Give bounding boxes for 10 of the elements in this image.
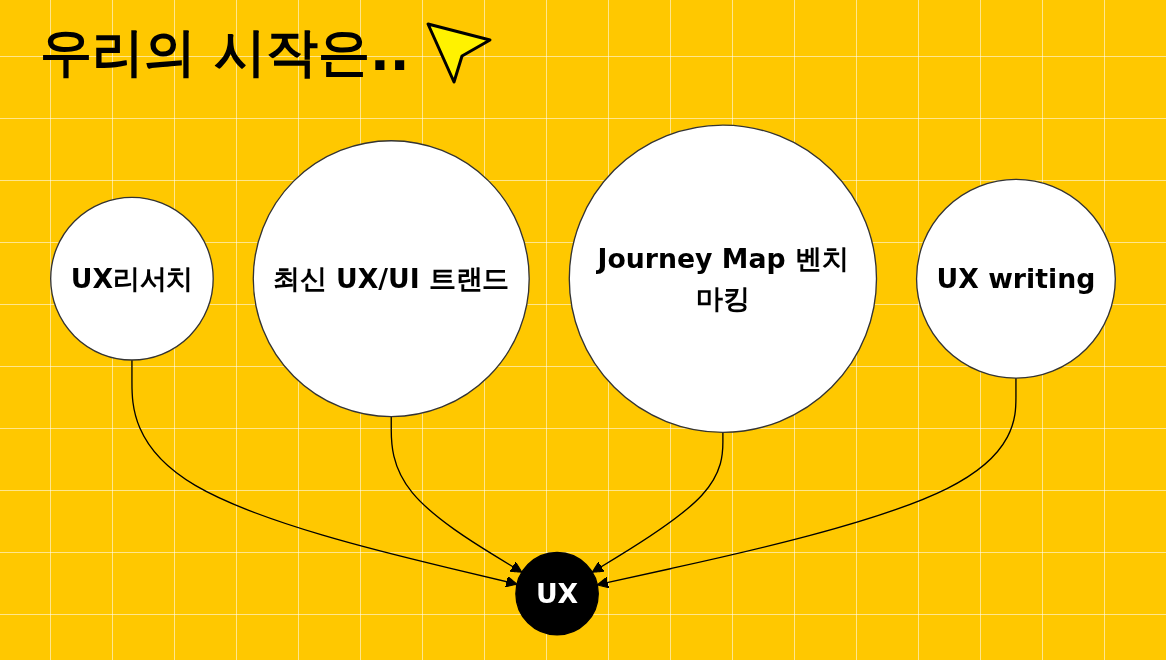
- title: 우리의 시작은..: [40, 21, 410, 84]
- arrow: [390, 416, 523, 573]
- node-circle: UX: [515, 551, 599, 636]
- arrow: [596, 377, 1017, 589]
- node-circle: UX리서치: [50, 196, 214, 361]
- node-circle: Journey Map 벤치마킹: [568, 124, 878, 433]
- arrow: [131, 359, 518, 588]
- node-circle: 최신 UX/UI 트랜드: [252, 140, 530, 418]
- arrow: [591, 431, 724, 573]
- node-circle: UX writing: [915, 178, 1116, 379]
